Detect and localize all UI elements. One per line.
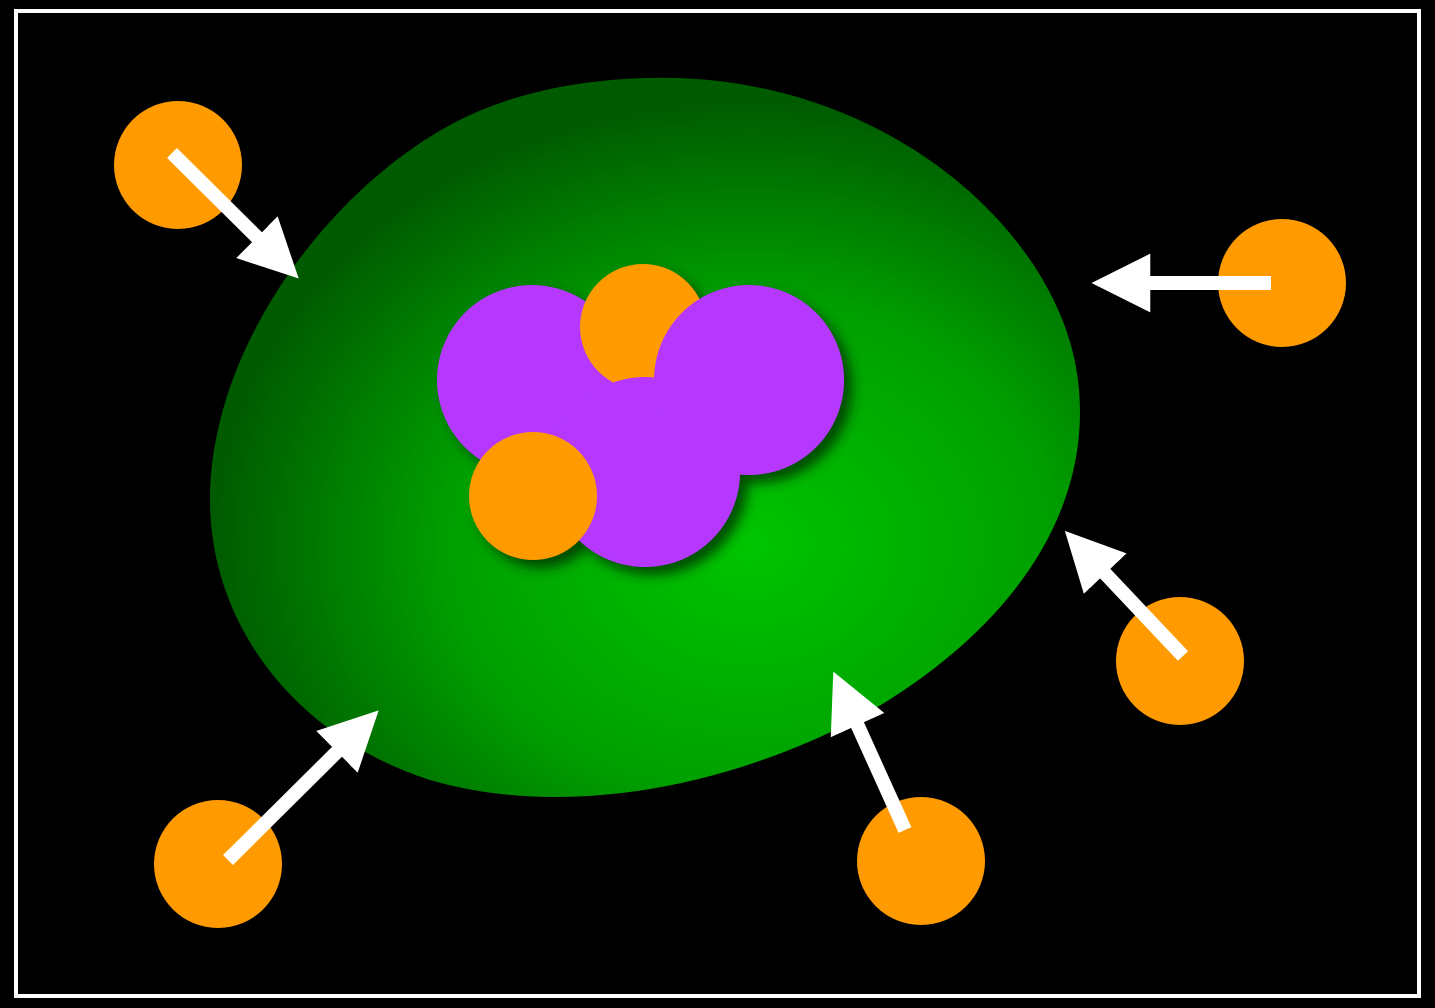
arrows [167, 148, 1271, 865]
white-arrow [223, 710, 379, 865]
white-arrow [167, 148, 299, 279]
nucleus-cluster [437, 264, 844, 567]
orange-particle [1218, 219, 1346, 347]
purple-particle [654, 285, 844, 475]
white-frame-border [14, 9, 1421, 998]
orange-particle [1116, 597, 1244, 725]
white-arrow [1064, 530, 1189, 661]
white-arrow [830, 671, 912, 833]
orange-particle [857, 797, 985, 925]
orange-particle [469, 432, 597, 560]
